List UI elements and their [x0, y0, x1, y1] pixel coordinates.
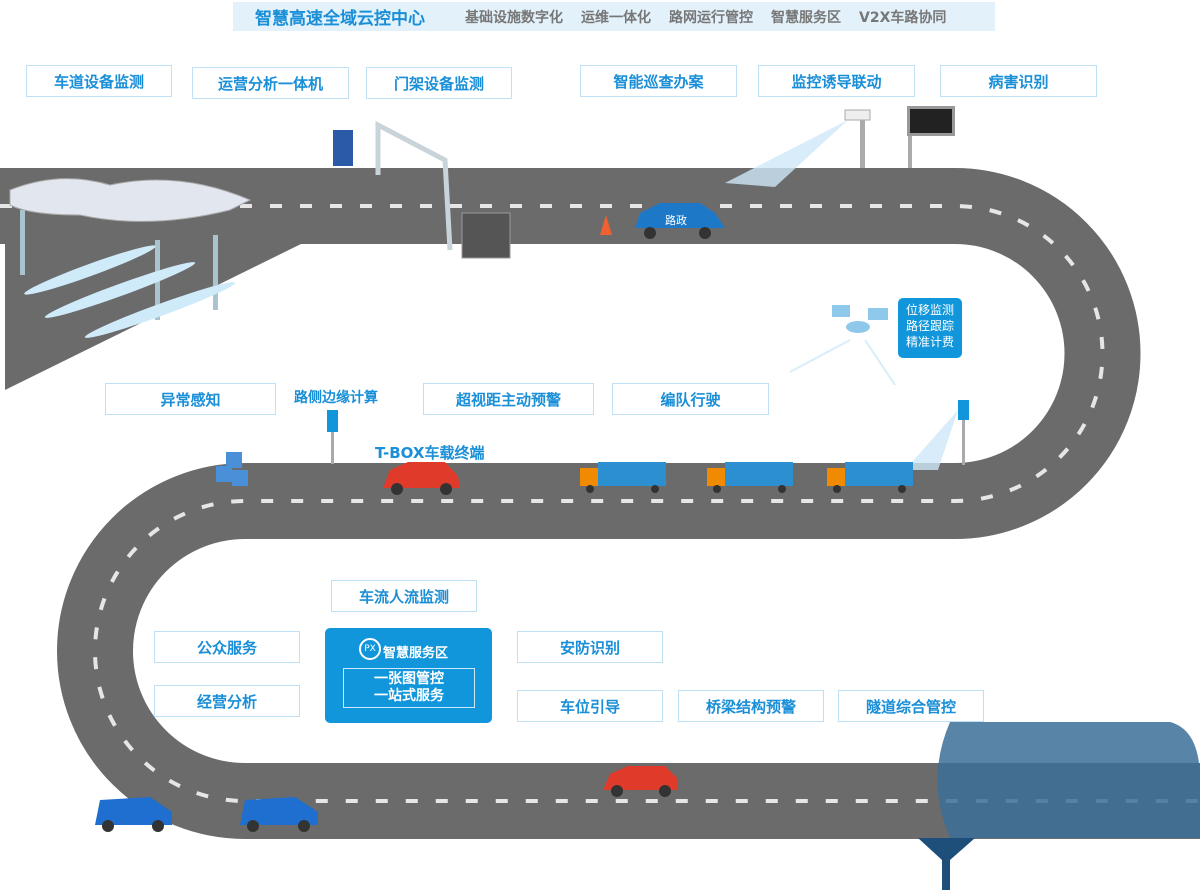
- box-tunnel-control[interactable]: 隧道综合管控: [838, 690, 984, 722]
- rsu-beam: [905, 410, 958, 470]
- monitor-terminal-icon: [461, 212, 511, 259]
- nav-item[interactable]: 运维一体化: [581, 9, 651, 26]
- slogan-line: 一站式服务: [374, 688, 444, 704]
- camera-icon: [844, 109, 871, 121]
- box-public-service[interactable]: 公众服务: [154, 631, 300, 663]
- box-bridge-warning[interactable]: 桥梁结构预警: [678, 690, 824, 722]
- server-cabinet-icon: [333, 130, 353, 166]
- box-lane-monitor[interactable]: 车道设备监测: [26, 65, 172, 97]
- service-area-logo-icon: PX: [359, 638, 381, 660]
- truck-icon: [707, 462, 793, 493]
- truck-platoon: [580, 462, 913, 493]
- box-gantry-monitor[interactable]: 门架设备监测: [366, 67, 512, 99]
- truck-icon: [580, 462, 666, 493]
- nav-item[interactable]: 智慧服务区: [771, 9, 841, 26]
- sat-line: 精准计费: [905, 335, 954, 349]
- blue-car-icon: [240, 797, 318, 832]
- box-platoon[interactable]: 编队行驶: [612, 383, 769, 415]
- sign-pole: [908, 136, 912, 168]
- box-monitor-linkage[interactable]: 监控诱导联动: [758, 65, 915, 97]
- traffic-cone-icon: [600, 215, 612, 235]
- nav-item[interactable]: 路网运行管控: [669, 9, 753, 26]
- slogan-line: 一张图管控: [374, 671, 444, 687]
- satellite-icon: [832, 305, 888, 333]
- sat-line: 位移监测: [905, 303, 954, 317]
- police-car-icon: 路政: [635, 203, 725, 239]
- nav-item[interactable]: 基础设施数字化: [465, 9, 563, 26]
- truck-icon: [827, 462, 913, 493]
- rsu-icon: [327, 410, 338, 432]
- red-car-icon: [603, 766, 678, 797]
- page-title: 智慧高速全域云控中心: [255, 9, 425, 29]
- header-bar: 智慧高速全域云控中心 基础设施数字化 运维一体化 路网运行管控 智慧服务区 V2…: [233, 2, 995, 31]
- box-parking-guide[interactable]: 车位引导: [517, 690, 663, 722]
- rsu-pole: [331, 412, 334, 464]
- variable-message-sign: [907, 106, 955, 136]
- red-car-icon: [383, 462, 460, 495]
- box-security-id[interactable]: 安防识别: [517, 631, 663, 663]
- rsu-pole-right: [962, 415, 965, 465]
- cloud-blocks-icon: [216, 452, 248, 486]
- sat-line: 路径跟踪: [905, 319, 954, 333]
- main-road: [0, 168, 1200, 839]
- service-area-panel[interactable]: PX 智慧服务区 一张图管控 一站式服务: [325, 628, 492, 723]
- tunnel: [937, 722, 1200, 838]
- toll-islands: [24, 245, 236, 338]
- police-label: 路政: [665, 213, 687, 227]
- service-area-slogan: 一张图管控 一站式服务: [343, 668, 475, 708]
- service-area-title: 智慧服务区: [383, 646, 449, 661]
- blue-car-icon: [95, 797, 172, 832]
- box-anomaly[interactable]: 异常感知: [105, 383, 276, 415]
- box-business-analysis[interactable]: 经营分析: [154, 685, 300, 717]
- rsu-icon-right: [958, 400, 969, 420]
- tbox-label: T-BOX车载终端: [375, 444, 485, 462]
- box-flow-monitor[interactable]: 车流人流监测: [331, 580, 477, 612]
- camera-pole: [860, 118, 865, 168]
- box-beyond-sight[interactable]: 超视距主动预警: [423, 383, 594, 415]
- nav-item[interactable]: V2X车路协同: [859, 9, 947, 26]
- tunnel-base: [918, 838, 975, 890]
- satellite-function-box[interactable]: 位移监测 路径跟踪 精准计费: [898, 298, 962, 358]
- box-smart-patrol[interactable]: 智能巡查办案: [580, 65, 737, 97]
- edge-compute-label: 路侧边缘计算: [294, 390, 378, 406]
- box-disease-id[interactable]: 病害识别: [940, 65, 1097, 97]
- camera-beam: [725, 120, 848, 187]
- gantry: [375, 120, 453, 251]
- toll-canopy: [9, 178, 252, 222]
- box-ops-analysis[interactable]: 运营分析一体机: [192, 67, 349, 99]
